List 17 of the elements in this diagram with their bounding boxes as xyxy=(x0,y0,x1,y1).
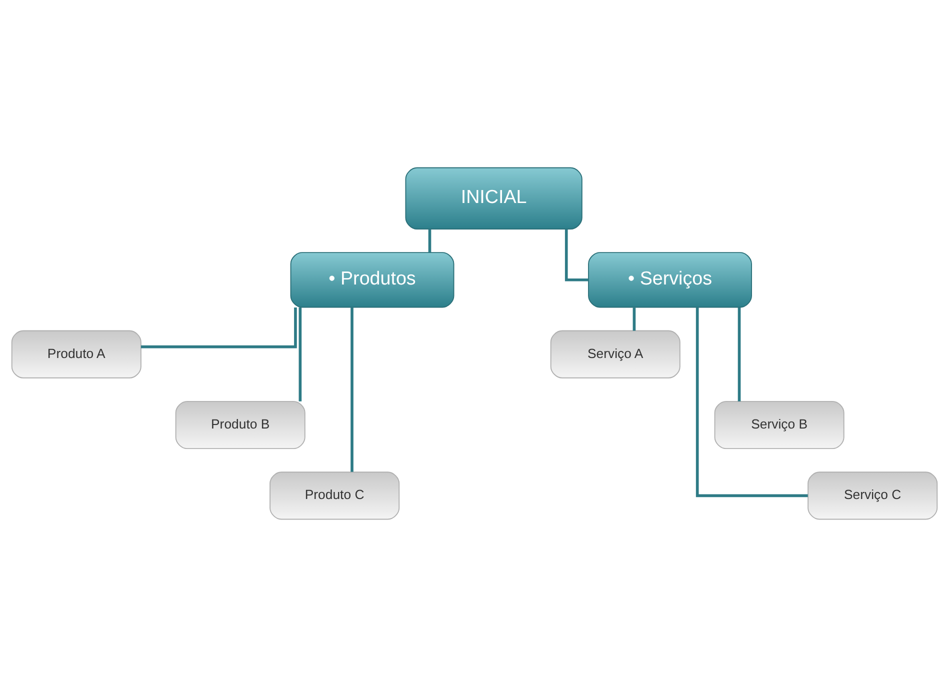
connector xyxy=(696,306,808,497)
connector xyxy=(564,228,588,281)
connector xyxy=(298,307,302,401)
node-box: Serviço B xyxy=(714,400,844,449)
node-box: Produto A xyxy=(11,330,142,378)
connector xyxy=(738,307,741,401)
node-box: Serviço C xyxy=(808,471,938,520)
connector xyxy=(350,306,354,472)
node-box: Serviço A xyxy=(550,330,680,378)
node-box: Produto C xyxy=(270,471,400,520)
connector xyxy=(140,307,297,348)
node-box: INICIAL xyxy=(405,166,582,229)
node-box: Produto B xyxy=(175,400,306,449)
node-box: • Serviços xyxy=(588,252,752,308)
connector xyxy=(632,307,636,330)
connector xyxy=(428,228,432,252)
node-box: • Produtos xyxy=(290,252,454,308)
